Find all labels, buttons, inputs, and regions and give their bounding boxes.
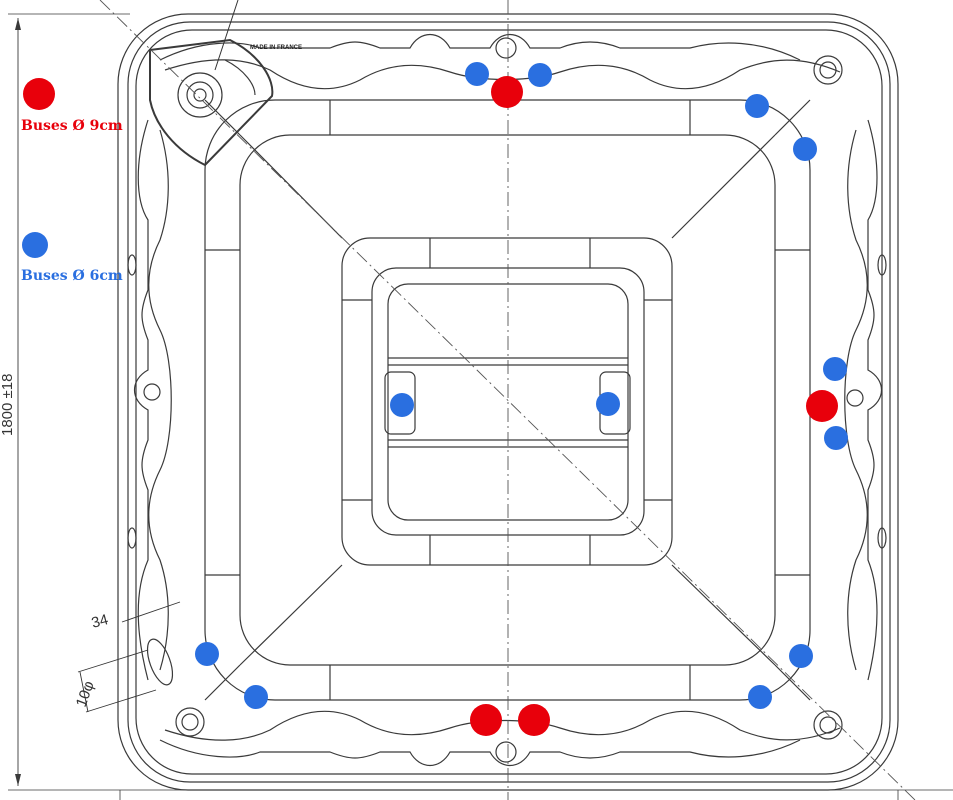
overall-dimension-label: 1800 ±18 <box>0 374 16 436</box>
diagonal-axis-line <box>99 0 916 800</box>
jet-large <box>518 704 550 736</box>
arrow-bottom-icon <box>15 774 21 786</box>
legend-small-jet-dot <box>22 232 48 258</box>
jet-large <box>806 390 838 422</box>
jet-small <box>745 94 769 118</box>
drain-dimension-label: 10φ <box>73 678 98 709</box>
jet-small <box>528 63 552 87</box>
jet-small <box>244 685 268 709</box>
jet-small <box>390 393 414 417</box>
made-in-france-stamp: MADE IN FRANCE <box>250 45 302 51</box>
arrow-top-icon <box>15 18 21 30</box>
seat-width-label: 34 <box>90 611 111 632</box>
small-jets <box>195 62 848 709</box>
jet-small <box>823 357 847 381</box>
legend-large-jet-label: Buses Ø 9cm <box>21 118 123 134</box>
footwell <box>341 237 673 566</box>
filter-skimmer <box>149 38 274 167</box>
jet-small <box>596 392 620 416</box>
jet-small <box>824 426 848 450</box>
jet-large <box>491 76 523 108</box>
jet-small <box>465 62 489 86</box>
jet-small <box>789 644 813 668</box>
drain-ellipse <box>146 638 174 686</box>
jet-small <box>748 685 772 709</box>
legend-small-jet-label: Buses Ø 6cm <box>21 268 123 284</box>
large-jets <box>470 76 838 736</box>
legend-large-jet-dot <box>23 78 55 110</box>
jet-small <box>195 642 219 666</box>
jet-large <box>470 704 502 736</box>
jet-small <box>793 137 817 161</box>
